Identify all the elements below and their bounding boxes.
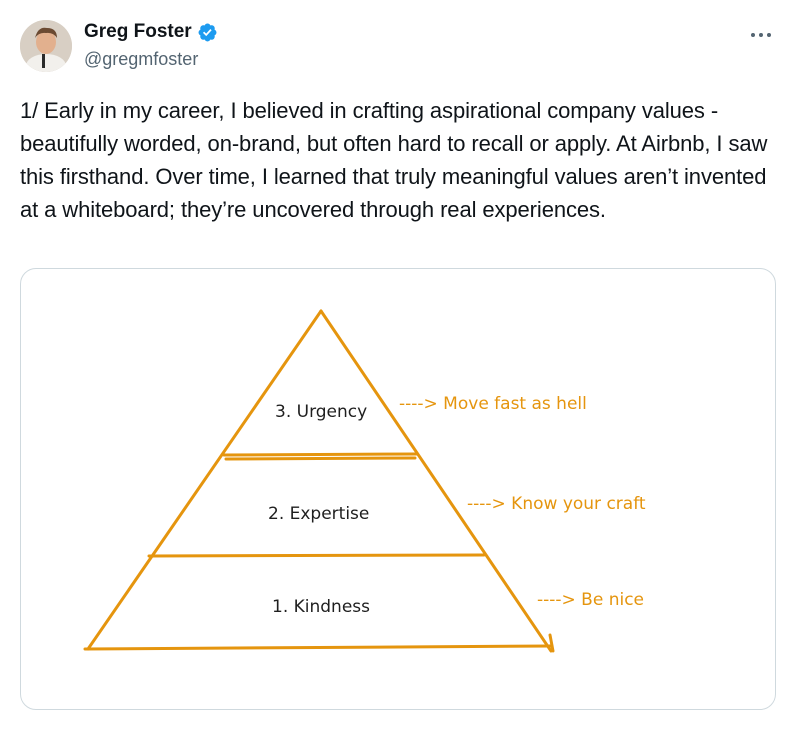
verified-badge-icon [197,22,218,43]
pyramid-right-edge [319,309,553,653]
more-options-button[interactable] [746,20,776,50]
level-label-urgency: 3. Urgency [275,402,367,422]
pyramid-left-edge [86,309,323,651]
author-name-text[interactable]: Greg Foster [84,21,192,42]
media-card[interactable]: 3. Urgency 2. Expertise 1. Kindness ----… [20,268,776,710]
pyramid-divider-bottom [147,553,486,558]
level-label-kindness: 1. Kindness [272,597,370,617]
author-name[interactable]: Greg Foster [84,21,218,43]
tweet-text: 1/ Early in my career, I believed in cra… [20,98,768,222]
author-handle[interactable]: @gregmfoster [84,49,199,69]
pyramid-divider-top [222,452,419,457]
more-dots-icon [751,33,771,37]
avatar[interactable] [20,20,72,72]
pyramid-outline [83,309,555,653]
annotation-expertise: ----> Know your craft [467,494,646,514]
avatar-image [20,20,72,72]
annotation-urgency: ----> Move fast as hell [399,394,587,414]
pyramid-base-line [83,644,554,651]
values-pyramid-diagram: 3. Urgency 2. Expertise 1. Kindness ----… [83,309,646,653]
pyramid-base-tick [548,633,555,653]
annotation-kindness: ----> Be nice [537,590,644,610]
pyramid-divider-top-echo [224,456,417,461]
level-label-expertise: 2. Expertise [268,504,369,524]
